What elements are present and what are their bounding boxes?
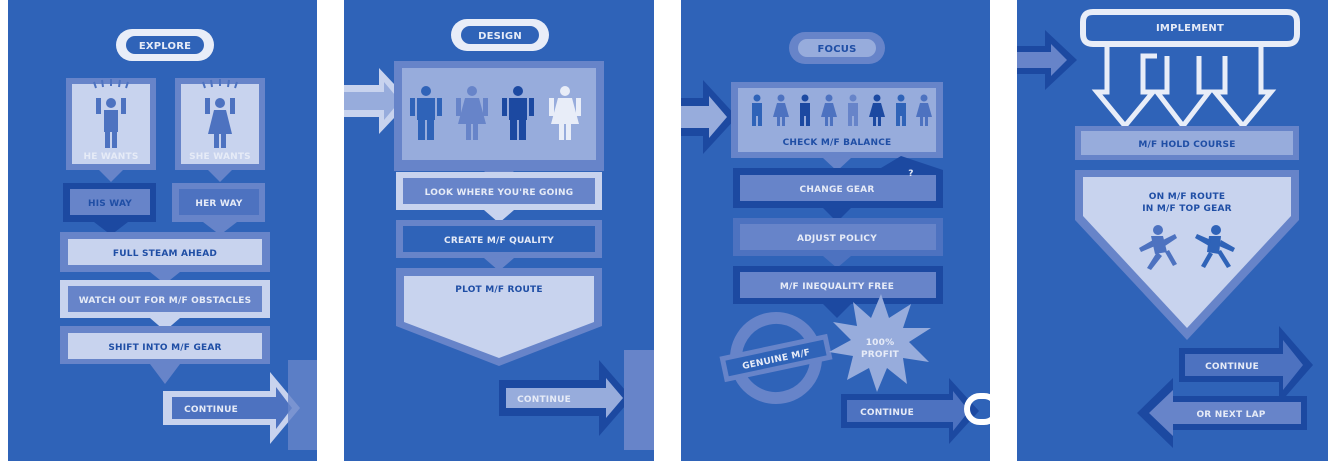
svg-text:WATCH OUT FOR M/F OBSTACLES: WATCH OUT FOR M/F OBSTACLES: [79, 296, 252, 306]
panel-title: FOCUS: [818, 44, 857, 55]
step-check-balance: CHECK M/F BALANCE: [783, 138, 892, 148]
entry-arrow: [1017, 30, 1077, 90]
continue-label: CONTINUE: [860, 408, 914, 418]
burst-percent: 100%: [866, 338, 895, 348]
panel-title: DESIGN: [478, 31, 522, 42]
next-panel-edge: [624, 350, 654, 450]
branch-label: HER WAY: [195, 199, 243, 209]
entry-arrow: [344, 68, 410, 134]
burst-word: PROFIT: [861, 350, 900, 360]
continue-arrow[interactable]: CONTINUE: [841, 378, 979, 444]
figure-label: HE WANTS: [83, 152, 138, 162]
panel-explore: EXPLORE HE WANTS: [8, 0, 317, 461]
funnel-line: IN M/F TOP GEAR: [1142, 204, 1232, 214]
figure-label: SHE WANTS: [189, 152, 251, 162]
step-adjust-policy: ADJUST POLICY: [733, 218, 943, 268]
four-people-icon: [410, 86, 581, 140]
hold-course-banner: M/F HOLD COURSE: [1075, 126, 1299, 160]
step-look-where: LOOK WHERE YOU'RE GOING: [396, 172, 602, 223]
implement-header: IMPLEMENT: [1080, 9, 1300, 131]
svg-text:PLOT M/F ROUTE: PLOT M/F ROUTE: [455, 285, 542, 295]
svg-text:ADJUST POLICY: ADJUST POLICY: [797, 234, 877, 244]
continue-arrow[interactable]: CONTINUE: [163, 372, 300, 444]
title-pill: EXPLORE: [116, 29, 214, 61]
his-way-box: HIS WAY: [63, 183, 156, 235]
continue-label: CONTINUE: [1205, 362, 1259, 372]
next-lap-arrow[interactable]: OR NEXT LAP: [1137, 378, 1307, 448]
next-lap-label: OR NEXT LAP: [1196, 410, 1265, 420]
svg-text:M/F HOLD COURSE: M/F HOLD COURSE: [1138, 140, 1235, 150]
panel-focus: FOCUS: [681, 0, 990, 461]
continue-label: CONTINUE: [184, 405, 238, 415]
she-wants-callout: SHE WANTS: [175, 78, 265, 182]
step-change-gear: CHANGE GEAR ?: [733, 156, 943, 222]
crowd-icon: [752, 94, 932, 126]
funnel-top-gear: ON M/F ROUTE IN M/F TOP GEAR: [1075, 170, 1299, 340]
svg-text:CREATE M/F QUALITY: CREATE M/F QUALITY: [444, 236, 554, 246]
next-panel-edge: [288, 360, 317, 450]
svg-text:SHIFT INTO M/F GEAR: SHIFT INTO M/F GEAR: [108, 343, 221, 353]
profit-burst-icon: 100% PROFIT: [829, 294, 931, 392]
down-arrows-icon: [1091, 44, 1277, 131]
title-pill: FOCUS: [789, 32, 885, 64]
branch-label: HIS WAY: [88, 199, 132, 209]
svg-text:M/F INEQUALITY FREE: M/F INEQUALITY FREE: [780, 282, 894, 292]
step-watch-out: WATCH OUT FOR M/F OBSTACLES: [60, 280, 270, 331]
title-pill: DESIGN: [451, 19, 549, 51]
panel-title: EXPLORE: [139, 41, 191, 52]
continue-arrow[interactable]: CONTINUE: [1179, 326, 1313, 404]
panel-design: DESIGN: [344, 0, 654, 461]
step-create-quality: CREATE M/F QUALITY: [396, 220, 602, 271]
svg-text:CHANGE GEAR: CHANGE GEAR: [800, 185, 875, 195]
step-inequality-free: M/F INEQUALITY FREE: [733, 266, 943, 318]
running-people-icon: [1139, 225, 1235, 270]
her-way-box: HER WAY: [172, 183, 265, 235]
svg-text:FULL STEAM AHEAD: FULL STEAM AHEAD: [113, 249, 217, 259]
step-full-steam: FULL STEAM AHEAD: [60, 232, 270, 284]
continue-arrow[interactable]: CONTINUE: [499, 360, 632, 436]
panel-implement: IMPLEMENT M/F HOLD COURSE ON M/F ROUTE I…: [1017, 0, 1328, 461]
continue-label: CONTINUE: [517, 395, 571, 405]
step-shift-gear: SHIFT INTO M/F GEAR: [60, 326, 270, 384]
svg-text:LOOK WHERE YOU'RE GOING: LOOK WHERE YOU'RE GOING: [425, 188, 574, 198]
man-cheering-icon: [93, 79, 129, 148]
panel-title: IMPLEMENT: [1156, 23, 1224, 34]
question-mark: ?: [908, 169, 913, 179]
entry-arrow: [681, 80, 737, 154]
people-box: [394, 61, 604, 185]
he-wants-callout: HE WANTS: [66, 78, 156, 182]
people-box: CHECK M/F BALANCE: [731, 82, 943, 171]
genuine-stamp: GENUINE M/F: [719, 312, 833, 404]
funnel-plot-route: PLOT M/F ROUTE: [396, 268, 602, 366]
link-ring: [964, 393, 990, 425]
funnel-line: ON M/F ROUTE: [1149, 192, 1225, 202]
woman-cheering-icon: [202, 79, 238, 148]
